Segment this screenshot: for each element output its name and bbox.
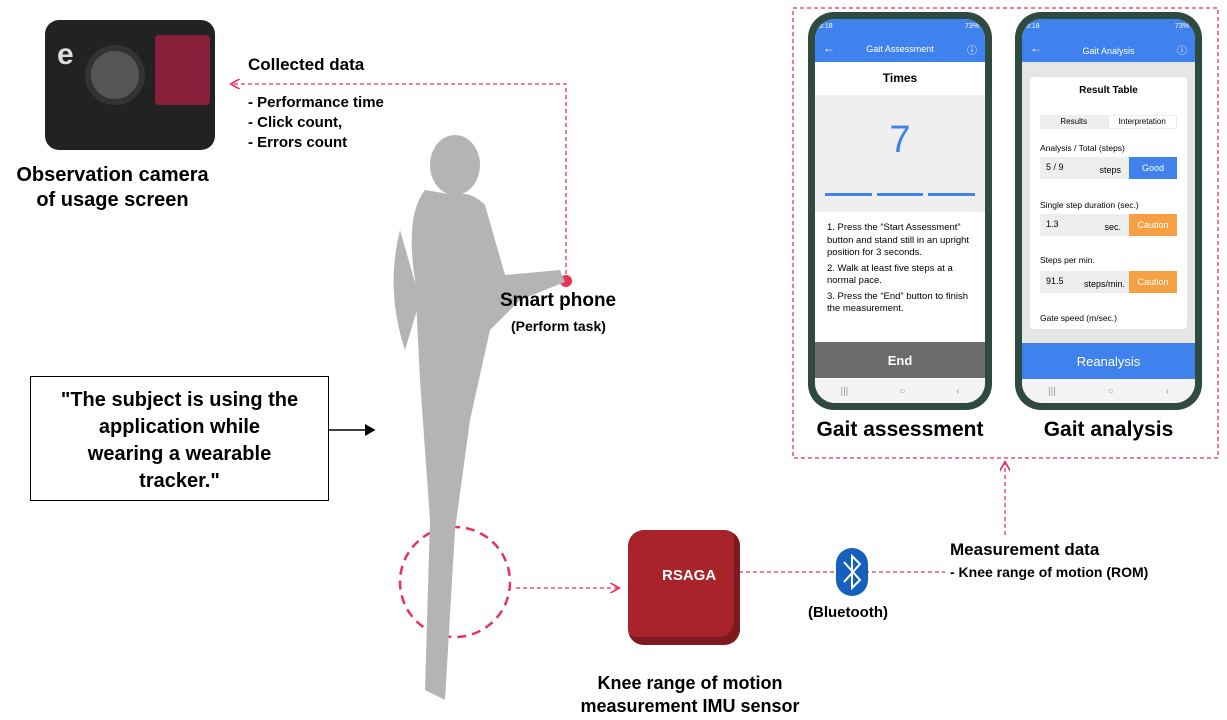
app-header: 3:18 73% ← Gait Assessment ⓘ xyxy=(815,19,985,62)
phone-gait-assessment: 3:18 73% ← Gait Assessment ⓘ Times 7 1. … xyxy=(808,12,992,410)
back-icon[interactable]: ‹ xyxy=(1165,385,1170,397)
metric-label: Gate speed (m/sec.) xyxy=(1040,313,1118,323)
camera-logo: e xyxy=(57,38,74,71)
measurement-item: - Knee range of motion (ROM) xyxy=(950,564,1149,580)
nav-bar: ||| ○ ‹ xyxy=(1022,379,1195,403)
imu-sensor: RSAGA xyxy=(628,530,740,645)
collected-data-list: - Performance time - Click count, - Erro… xyxy=(248,93,384,153)
home-icon[interactable]: ○ xyxy=(899,385,906,397)
collected-data-title: Collected data xyxy=(248,55,365,74)
smartphone-title: Smart phone xyxy=(500,290,617,311)
collected-item: - Click count, xyxy=(248,114,343,131)
gait-analysis-caption: Gait analysis xyxy=(1043,418,1174,441)
status-badge: Good xyxy=(1129,157,1177,179)
sensor-label: Knee range of motion measurement IMU sen… xyxy=(560,672,820,718)
end-button[interactable]: End xyxy=(815,342,985,378)
gait-assessment-caption: Gait assessment xyxy=(816,418,984,441)
instructions: 1. Press the “Start Assessment” button a… xyxy=(827,222,975,316)
result-tabs: Results Interpretation xyxy=(1040,115,1177,129)
phone-gait-analysis: 3:18 73% ← Gait Analysis ⓘ Result Table … xyxy=(1015,12,1202,410)
metric-label: Single step duration (sec.) xyxy=(1040,200,1139,210)
bluetooth-icon xyxy=(836,548,868,596)
bluetooth-label: (Bluetooth) xyxy=(808,604,888,621)
status-badge: Caution xyxy=(1129,214,1177,236)
metric-label: Steps per min. xyxy=(1040,255,1095,265)
progress-bars xyxy=(825,193,976,196)
sensor-brand: RSAGA xyxy=(662,567,717,584)
card-title: Result Table xyxy=(1079,85,1138,96)
observation-camera: e xyxy=(45,20,215,150)
quote-line: wearing a wearable xyxy=(87,443,272,465)
instruction: 3. Press the “End” button to finish the … xyxy=(827,290,968,315)
metric-row: 91.5 steps/min. Caution xyxy=(1040,271,1177,293)
instruction: 1. Press the “Start Assessment” button a… xyxy=(827,222,970,258)
help-icon[interactable]: ⓘ xyxy=(1177,46,1187,57)
metric-value: 5 / 9 xyxy=(1046,162,1064,172)
app-header: 3:18 73% ← Gait Analysis ⓘ xyxy=(1022,19,1195,62)
recents-icon[interactable]: ||| xyxy=(840,385,849,397)
person-silhouette xyxy=(393,135,565,700)
collected-item: - Errors count xyxy=(248,134,348,151)
metric-value: 91.5 xyxy=(1046,276,1064,286)
metric-unit: steps xyxy=(1099,165,1121,175)
sensor-label-line2: measurement IMU sensor xyxy=(580,696,800,716)
camera-label-line2: of usage screen xyxy=(36,189,189,211)
status-battery: 73% xyxy=(1174,23,1189,30)
status-badge: Caution xyxy=(1129,271,1177,293)
back-arrow-icon[interactable]: ← xyxy=(1030,41,1042,55)
tab-results[interactable]: Results xyxy=(1060,117,1088,126)
header-title: Gait Assessment xyxy=(866,44,934,54)
tab-interpretation[interactable]: Interpretation xyxy=(1108,116,1176,128)
metric-label: Analysis / Total (steps) xyxy=(1040,143,1125,153)
help-icon[interactable]: ⓘ xyxy=(967,46,977,57)
camera-label-line1: Observation camera xyxy=(16,164,209,186)
status-battery: 73% xyxy=(964,23,979,30)
quote-box: "The subject is using the application wh… xyxy=(30,376,329,501)
reanalysis-button[interactable]: Reanalysis xyxy=(1022,343,1195,379)
camera-lens xyxy=(85,45,145,105)
phone-to-data-line xyxy=(232,84,567,281)
step-count: 7 xyxy=(889,119,911,161)
camera-screen xyxy=(155,35,210,105)
camera-label: Observation camera of usage screen xyxy=(0,163,225,213)
status-time: 3:18 xyxy=(1026,23,1040,30)
instruction: 2. Walk at least five steps at a normal … xyxy=(827,262,953,287)
metric-unit: steps/min. xyxy=(1083,279,1125,289)
quote-line: "The subject is using the xyxy=(60,389,299,411)
knee-highlight-circle xyxy=(398,525,512,639)
back-arrow-icon[interactable]: ← xyxy=(823,41,835,55)
metric-value: 1.3 xyxy=(1046,219,1059,229)
metric-row: 1.3 sec. Caution xyxy=(1040,214,1177,236)
collected-item: - Performance time xyxy=(248,94,384,111)
sensor-label-line1: Knee range of motion xyxy=(597,673,783,693)
header-title: Gait Analysis xyxy=(1082,46,1135,56)
status-time: 3:18 xyxy=(819,23,833,30)
nav-bar: ||| ○ ‹ xyxy=(815,379,985,403)
metric-row: 5 / 9 steps Good xyxy=(1040,157,1177,179)
result-card: Result Table Results Interpretation Anal… xyxy=(1030,77,1187,329)
quote-line: tracker." xyxy=(139,470,220,492)
recents-icon[interactable]: ||| xyxy=(1047,385,1056,397)
measurement-title: Measurement data xyxy=(950,540,1100,559)
smartphone-subtitle: (Perform task) xyxy=(511,318,606,334)
metric-unit: sec. xyxy=(1104,222,1121,232)
quote-line: application while xyxy=(98,416,261,438)
back-icon[interactable]: ‹ xyxy=(956,385,960,397)
app-screens-frame xyxy=(792,7,1219,459)
home-icon[interactable]: ○ xyxy=(1107,385,1114,397)
times-label: Times xyxy=(882,71,918,85)
